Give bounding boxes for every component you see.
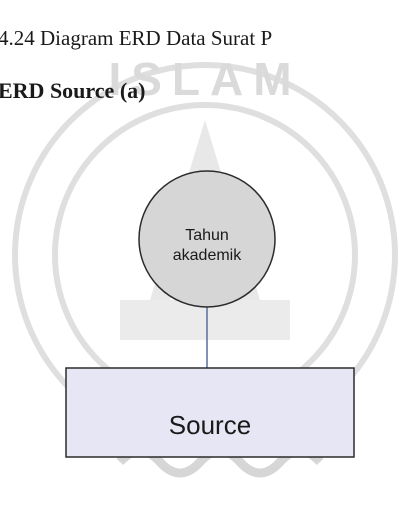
figure-caption: 4.24 Diagram ERD Data Surat P	[0, 26, 273, 50]
attribute-ellipse	[138, 170, 276, 308]
attribute-label-line2: akademik	[172, 247, 242, 264]
attribute-label-line1: Tahun	[185, 227, 229, 244]
entity-label: Source	[168, 410, 252, 440]
entity-rectangle	[65, 367, 355, 458]
attribute-label: Tahun akademik	[140, 226, 274, 266]
section-title: ERD Source (a)	[0, 78, 146, 103]
